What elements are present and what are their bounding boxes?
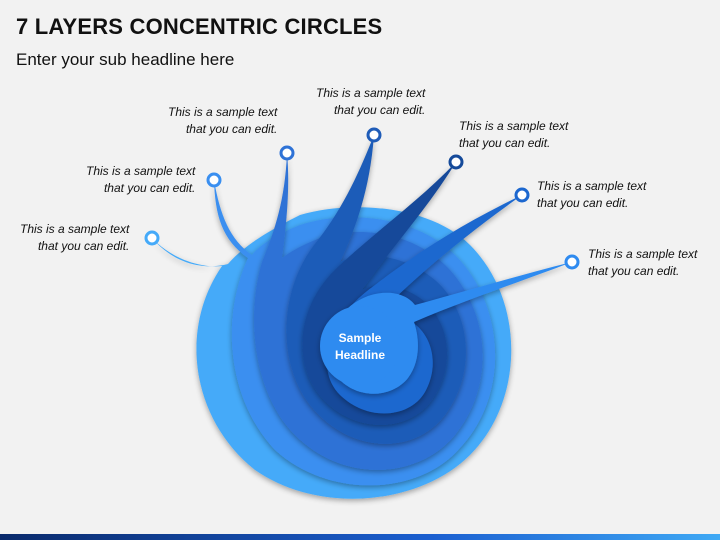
label-layer-1-line2: that you can edit. <box>37 239 130 253</box>
marker-ring-2 <box>206 172 222 188</box>
label-layer-5: This is a sample text that you can edit. <box>459 118 568 152</box>
marker-ring-7 <box>564 254 580 270</box>
label-layer-1-line1: This is a sample text <box>20 222 130 236</box>
label-layer-4: This is a sample text that you can edit. <box>316 85 425 119</box>
marker-ring-1 <box>144 230 160 246</box>
center-circle <box>320 306 400 386</box>
marker-ring-6 <box>514 187 530 203</box>
center-headline-line1: Sample <box>338 331 382 345</box>
label-layer-3-line1: This is a sample text <box>168 105 278 119</box>
center-headline: Sample Headline <box>318 330 402 364</box>
layer-7 <box>320 262 572 394</box>
page-title: 7 LAYERS CONCENTRIC CIRCLES <box>16 14 383 39</box>
label-layer-6-line2: that you can edit. <box>537 196 629 210</box>
label-layer-2: This is a sample text that you can edit. <box>86 163 195 197</box>
marker-ring-5 <box>448 154 464 170</box>
bottom-accent-bar <box>0 534 720 540</box>
label-layer-7-line2: that you can edit. <box>588 264 680 278</box>
label-layer-2-line1: This is a sample text <box>86 164 196 178</box>
center-headline-line2: Headline <box>334 348 385 362</box>
label-layer-5-line1: This is a sample text <box>459 119 569 133</box>
label-layer-7: This is a sample text that you can edit. <box>588 246 697 280</box>
label-layer-3-line2: that you can edit. <box>185 122 278 136</box>
marker-ring-4 <box>366 127 382 143</box>
page-subtitle: Enter your sub headline here <box>16 50 235 69</box>
label-layer-3: This is a sample text that you can edit. <box>168 104 277 138</box>
label-layer-5-line2: that you can edit. <box>459 136 551 150</box>
label-layer-4-line2: that you can edit. <box>333 103 426 117</box>
label-layer-7-line1: This is a sample text <box>588 247 698 261</box>
label-layer-2-line2: that you can edit. <box>103 181 196 195</box>
label-layer-4-line1: This is a sample text <box>316 86 426 100</box>
marker-ring-3 <box>279 145 295 161</box>
label-layer-6: This is a sample text that you can edit. <box>537 178 646 212</box>
label-layer-1: This is a sample text that you can edit. <box>20 221 129 255</box>
label-layer-6-line1: This is a sample text <box>537 179 647 193</box>
